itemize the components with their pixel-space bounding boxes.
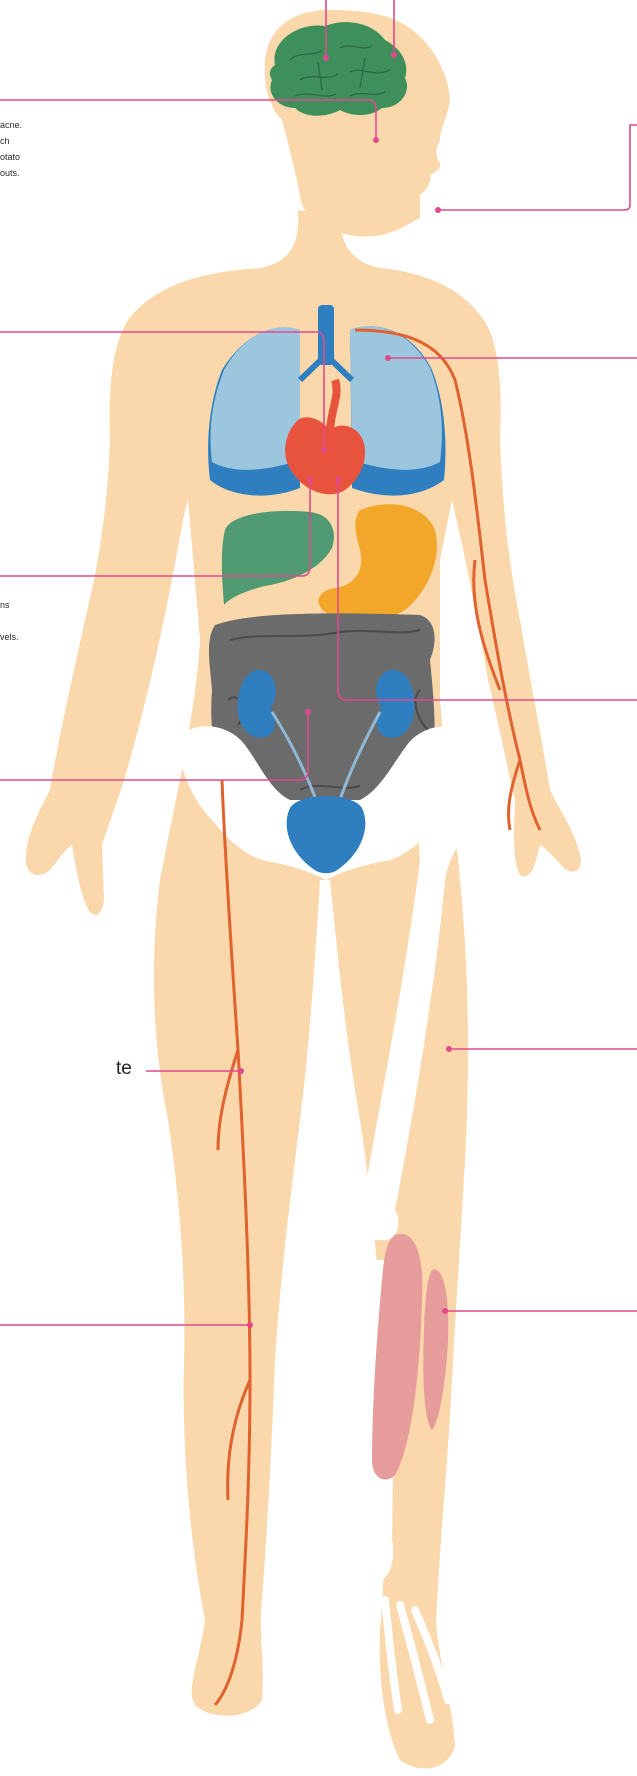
caption-fragment-b3: vels.	[0, 630, 19, 644]
caption-fragment-a4: outs.	[0, 166, 20, 180]
leader-femur-dot	[446, 1046, 452, 1052]
caption-fragment-a1: acne.	[0, 118, 22, 132]
leader-muscle-dot	[442, 1308, 448, 1314]
leader-brain-mid-dot	[373, 137, 379, 143]
leader-vein-dot	[238, 1068, 244, 1074]
caption-fragment-b1: ns	[0, 598, 10, 612]
leader-trachea-dot	[321, 447, 327, 453]
caption-fragment-a2: ch	[0, 134, 10, 148]
leader-mouth-dot	[435, 207, 441, 213]
leader-mouth	[438, 125, 637, 210]
leader-liver-dot	[307, 477, 313, 483]
leader-brain-right-dot	[391, 52, 397, 58]
label-fragment-te: te	[116, 1058, 132, 1080]
leader-brain-left-dot	[323, 55, 329, 61]
leader-kidney-dot	[305, 709, 311, 715]
caption-fragment-a3: otato	[0, 150, 20, 164]
leader-heart-dot	[335, 477, 341, 483]
leader-vein-lower-dot	[247, 1322, 253, 1328]
leader-lung-dot	[385, 355, 391, 361]
body-silhouette	[26, 10, 581, 1768]
